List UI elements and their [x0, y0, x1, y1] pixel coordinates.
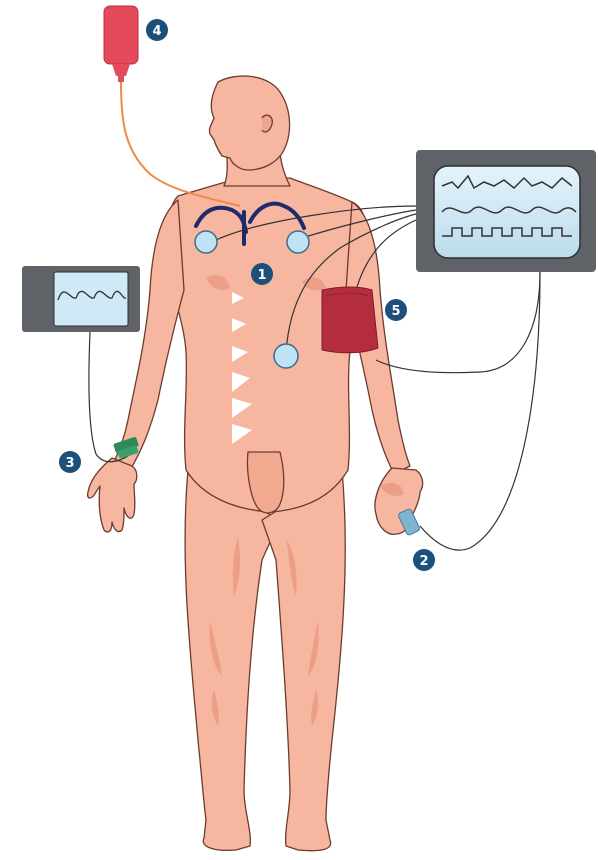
callout-1-label: 1: [257, 268, 266, 283]
left-arm: [114, 200, 184, 470]
bp-cuff-icon: [322, 287, 378, 353]
callout-2: 2: [413, 549, 435, 571]
arterial-monitor-icon: [22, 266, 140, 332]
callout-4: 4: [146, 19, 168, 41]
bedside-monitor-icon: [416, 150, 596, 272]
callout-5: 5: [385, 299, 407, 321]
iv-bag-icon: [104, 6, 138, 82]
head: [209, 76, 289, 170]
callout-4-label: 4: [152, 24, 161, 39]
human-figure: [88, 76, 423, 851]
callout-1: 1: [251, 263, 273, 285]
callout-5-label: 5: [391, 304, 400, 319]
callout-3-label: 3: [65, 456, 74, 471]
electrode-icon: [274, 344, 298, 368]
left-hand: [88, 458, 137, 532]
electrode-icon: [287, 231, 309, 253]
right-leg: [262, 470, 345, 851]
electrode-icon: [195, 231, 217, 253]
callout-2-label: 2: [419, 554, 428, 569]
callout-3: 3: [59, 451, 81, 473]
